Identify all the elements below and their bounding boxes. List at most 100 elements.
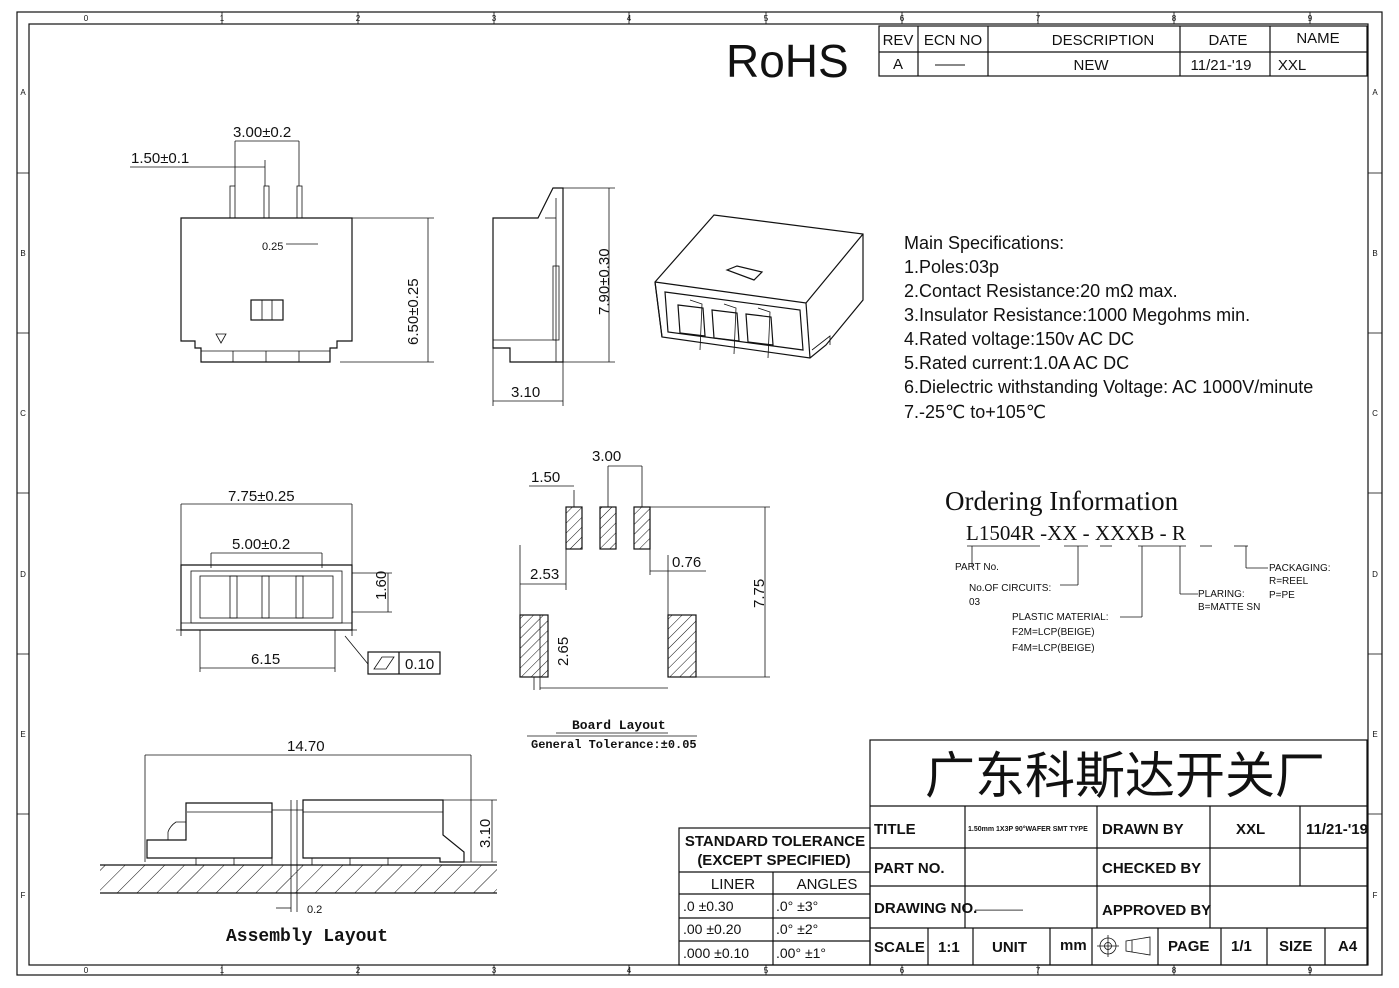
board-layout-title: Board Layout — [572, 718, 666, 733]
zone-row: C — [20, 409, 26, 418]
drawn-date: 11/21-'19 — [1306, 821, 1368, 838]
ordering-plastic-1: F2M=LCP(BEIGE) — [1012, 627, 1095, 638]
name-header: NAME — [1296, 30, 1339, 47]
zone-col: 8 — [1172, 966, 1177, 975]
dim-side-height: 7.90±0.30 — [596, 248, 613, 315]
ordering-plating: PLARING: — [1198, 589, 1245, 600]
rev-header: REV — [883, 32, 914, 49]
ordering-plating-value: B=MATTE SN — [1198, 602, 1260, 613]
date-header: DATE — [1209, 32, 1248, 49]
tolerance-liner-header: LINER — [711, 876, 755, 893]
zone-col: 5 — [764, 966, 769, 975]
zone-col: 0 — [84, 966, 89, 975]
ordering-circuits-value: 03 — [969, 597, 981, 608]
tolerance-angles-header: ANGLES — [797, 876, 858, 893]
tolerance-liner: .00 ±0.20 — [683, 921, 741, 937]
dim-pad-pitch: 3.00 — [592, 448, 621, 465]
part-no-label: PART NO. — [874, 860, 945, 877]
tolerance-angle: .00° ±1° — [776, 945, 826, 961]
scale-value: 1:1 — [938, 939, 960, 956]
approved-by-label: APPROVED BY — [1102, 902, 1211, 919]
zone-col: 9 — [1308, 14, 1313, 23]
isometric-view — [654, 214, 864, 359]
zone-col: 4 — [627, 14, 632, 23]
zone-columns: 0 1 2 3 4 5 6 7 8 9 0 1 2 3 4 5 6 7 8 9 — [84, 12, 1313, 975]
name-value: XXL — [1278, 57, 1306, 74]
ordering-code: L1504R -XX - XXXB - R — [966, 521, 1186, 545]
zone-col: 7 — [1036, 14, 1041, 23]
specs-title: Main Specifications: — [904, 233, 1064, 253]
ordering-plastic-2: F4M=LCP(BEIGE) — [1012, 643, 1095, 654]
assembly-view: 14.70 0.2 3.10 Assembly Layout — [100, 738, 497, 947]
ordering-part-no: PART No. — [955, 562, 999, 573]
tolerance-liner: .000 ±0.10 — [683, 945, 749, 961]
dim-pad-left: 2.53 — [530, 566, 559, 583]
spec-item: 7.-25℃ to+105℃ — [904, 402, 1046, 422]
zone-col: 6 — [900, 966, 905, 975]
zone-col: 0 — [84, 14, 89, 23]
projection-symbol-icon — [1097, 935, 1151, 957]
zone-col: 2 — [356, 14, 361, 23]
zone-col: 3 — [492, 14, 497, 23]
zone-row: D — [1372, 570, 1378, 579]
title-block: 广东科斯达开关厂 TITLE DRAWN BY XXL 11/21-'19 PA… — [869, 739, 1368, 966]
zone-row: C — [1372, 409, 1378, 418]
size-label: SIZE — [1279, 938, 1312, 955]
size-value: A4 — [1338, 938, 1358, 955]
unit-label: UNIT — [992, 939, 1027, 956]
spec-item: 5.Rated current:1.0A AC DC — [904, 353, 1129, 373]
dim-assembly-offset: 0.2 — [307, 904, 322, 916]
zone-col: 4 — [627, 966, 632, 975]
tolerance-angle: .0° ±3° — [776, 898, 818, 914]
ordering-plastic: PLASTIC MATERIAL: — [1012, 612, 1109, 623]
dim-pin-pitch: 3.00±0.2 — [233, 124, 291, 141]
tolerance-table: STANDARD TOLERANCE (EXCEPT SPECIFIED) LI… — [678, 827, 871, 966]
dim-pad-total: 7.75 — [751, 579, 768, 608]
ordering-packaging-1: R=REEL — [1269, 576, 1309, 587]
revision-table: REV ECN NO DESCRIPTION DATE NAME A —— NE… — [878, 25, 1368, 77]
drawing-no-label: DRAWING NO. — [874, 900, 977, 917]
zone-col: 1 — [220, 14, 225, 23]
ordering-packaging-2: P=PE — [1269, 590, 1295, 601]
checked-by-label: CHECKED BY — [1102, 860, 1201, 877]
tolerance-angle: .0° ±2° — [776, 921, 818, 937]
ordering-information: Ordering Information L1504R -XX - XXXB -… — [945, 486, 1331, 654]
page-label: PAGE — [1168, 938, 1209, 955]
zone-col: 1 — [220, 966, 225, 975]
dim-side-depth: 3.10 — [511, 384, 540, 401]
dim-pad-h: 2.65 — [555, 637, 572, 666]
zone-row: A — [1372, 88, 1378, 97]
title-value: 1.50mm 1X3P 90°WAFER SMT TYPE — [968, 825, 1088, 833]
zone-col: 9 — [1308, 966, 1313, 975]
zone-row: E — [20, 730, 25, 739]
drawn-by-value: XXL — [1236, 821, 1265, 838]
description-value: NEW — [1074, 57, 1110, 74]
general-tolerance: General Tolerance:±0.05 — [531, 738, 697, 752]
spec-item: 1.Poles:03p — [904, 257, 999, 277]
ordering-packaging: PACKAGING: — [1269, 563, 1331, 574]
spec-item: 2.Contact Resistance:20 mΩ max. — [904, 281, 1178, 301]
ordering-title: Ordering Information — [945, 486, 1179, 516]
bottom-view: 7.75±0.25 5.00±0.2 1.60 6.15 0.10 — [176, 488, 441, 675]
dim-bottom-h: 1.60 — [373, 571, 390, 600]
zone-col: 8 — [1172, 14, 1177, 23]
dim-bottom-width: 7.75±0.25 — [228, 488, 295, 505]
spec-item: 3.Insulator Resistance:1000 Megohms min. — [904, 305, 1250, 325]
title-label: TITLE — [874, 821, 916, 838]
spec-item: 6.Dielectric withstanding Voltage: AC 10… — [904, 377, 1313, 397]
main-specifications: Main Specifications: 1.Poles:03p 2.Conta… — [904, 233, 1313, 422]
tolerance-subtitle: (EXCEPT SPECIFIED) — [697, 852, 850, 869]
dim-assembly-len: 14.70 — [287, 738, 325, 755]
unit-value: mm — [1060, 937, 1087, 954]
zone-row: E — [1372, 730, 1377, 739]
rev-value: A — [893, 56, 903, 73]
dim-body-height: 6.50±0.25 — [405, 278, 422, 345]
dim-pad-gap: 0.76 — [672, 554, 701, 571]
zone-col: 5 — [764, 14, 769, 23]
zone-col: 2 — [356, 966, 361, 975]
zone-row: D — [20, 570, 26, 579]
spec-item: 4.Rated voltage:150v AC DC — [904, 329, 1134, 349]
zone-row: F — [1373, 891, 1378, 900]
ecn-header: ECN NO — [924, 32, 982, 49]
